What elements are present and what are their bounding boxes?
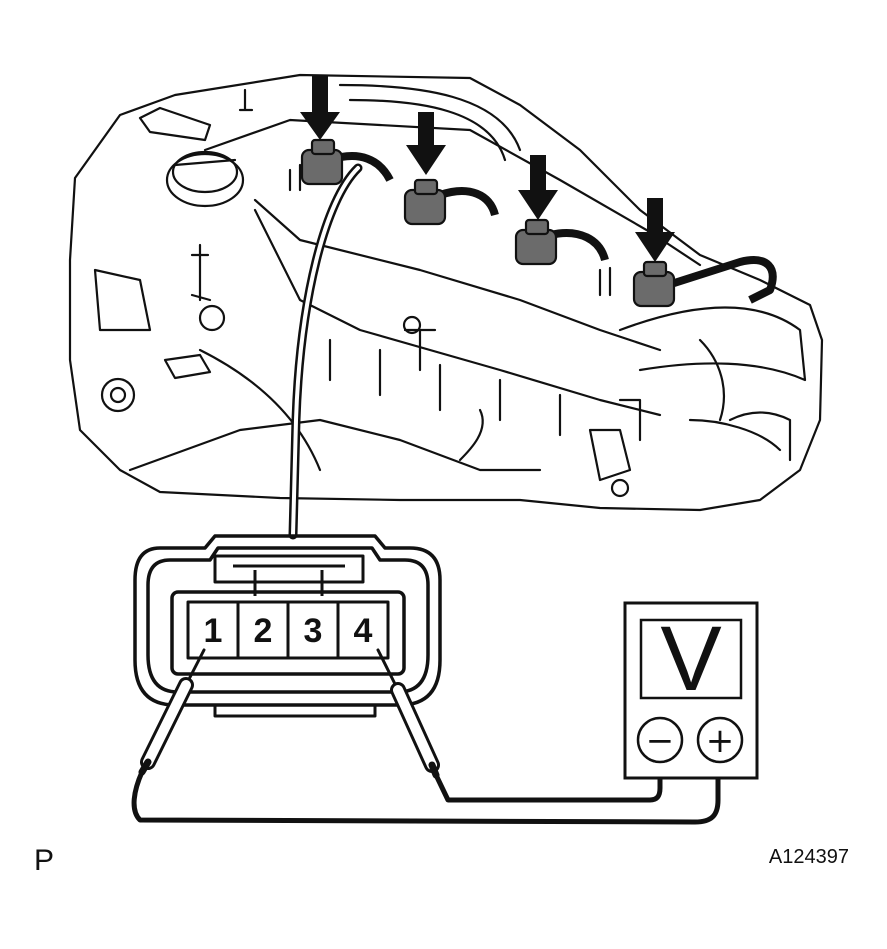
voltmeter: V − + <box>623 601 759 780</box>
lead-wire-positive <box>433 773 663 803</box>
plus-icon: + <box>706 721 735 761</box>
positive-terminal <box>696 716 744 764</box>
figure-id: A124397 <box>768 846 849 868</box>
pin-label: 1 <box>204 612 223 650</box>
coil-2 <box>403 178 447 226</box>
engine-illustration <box>68 73 824 512</box>
coil-4 <box>632 260 676 308</box>
arrow-icon <box>406 112 446 175</box>
arrow-icon <box>300 75 340 140</box>
pin-label: 4 <box>354 612 373 650</box>
corner-label: P <box>34 844 55 877</box>
probe-left <box>138 648 206 776</box>
lead-wire-negative <box>131 770 721 825</box>
pin-label: 2 <box>254 612 273 650</box>
connector-pins: 1 2 3 4 <box>204 612 373 650</box>
ignition-coils <box>300 138 777 308</box>
indicator-arrows <box>300 75 675 262</box>
voltmeter-symbol: V <box>660 608 721 710</box>
coil-1 <box>300 138 344 186</box>
arrow-icon <box>635 198 675 262</box>
probe-right <box>376 648 440 779</box>
minus-icon: − <box>646 721 675 761</box>
coil-3 <box>514 218 558 266</box>
negative-terminal <box>636 716 684 764</box>
pin-label: 3 <box>304 612 323 650</box>
arrow-icon <box>518 155 558 220</box>
